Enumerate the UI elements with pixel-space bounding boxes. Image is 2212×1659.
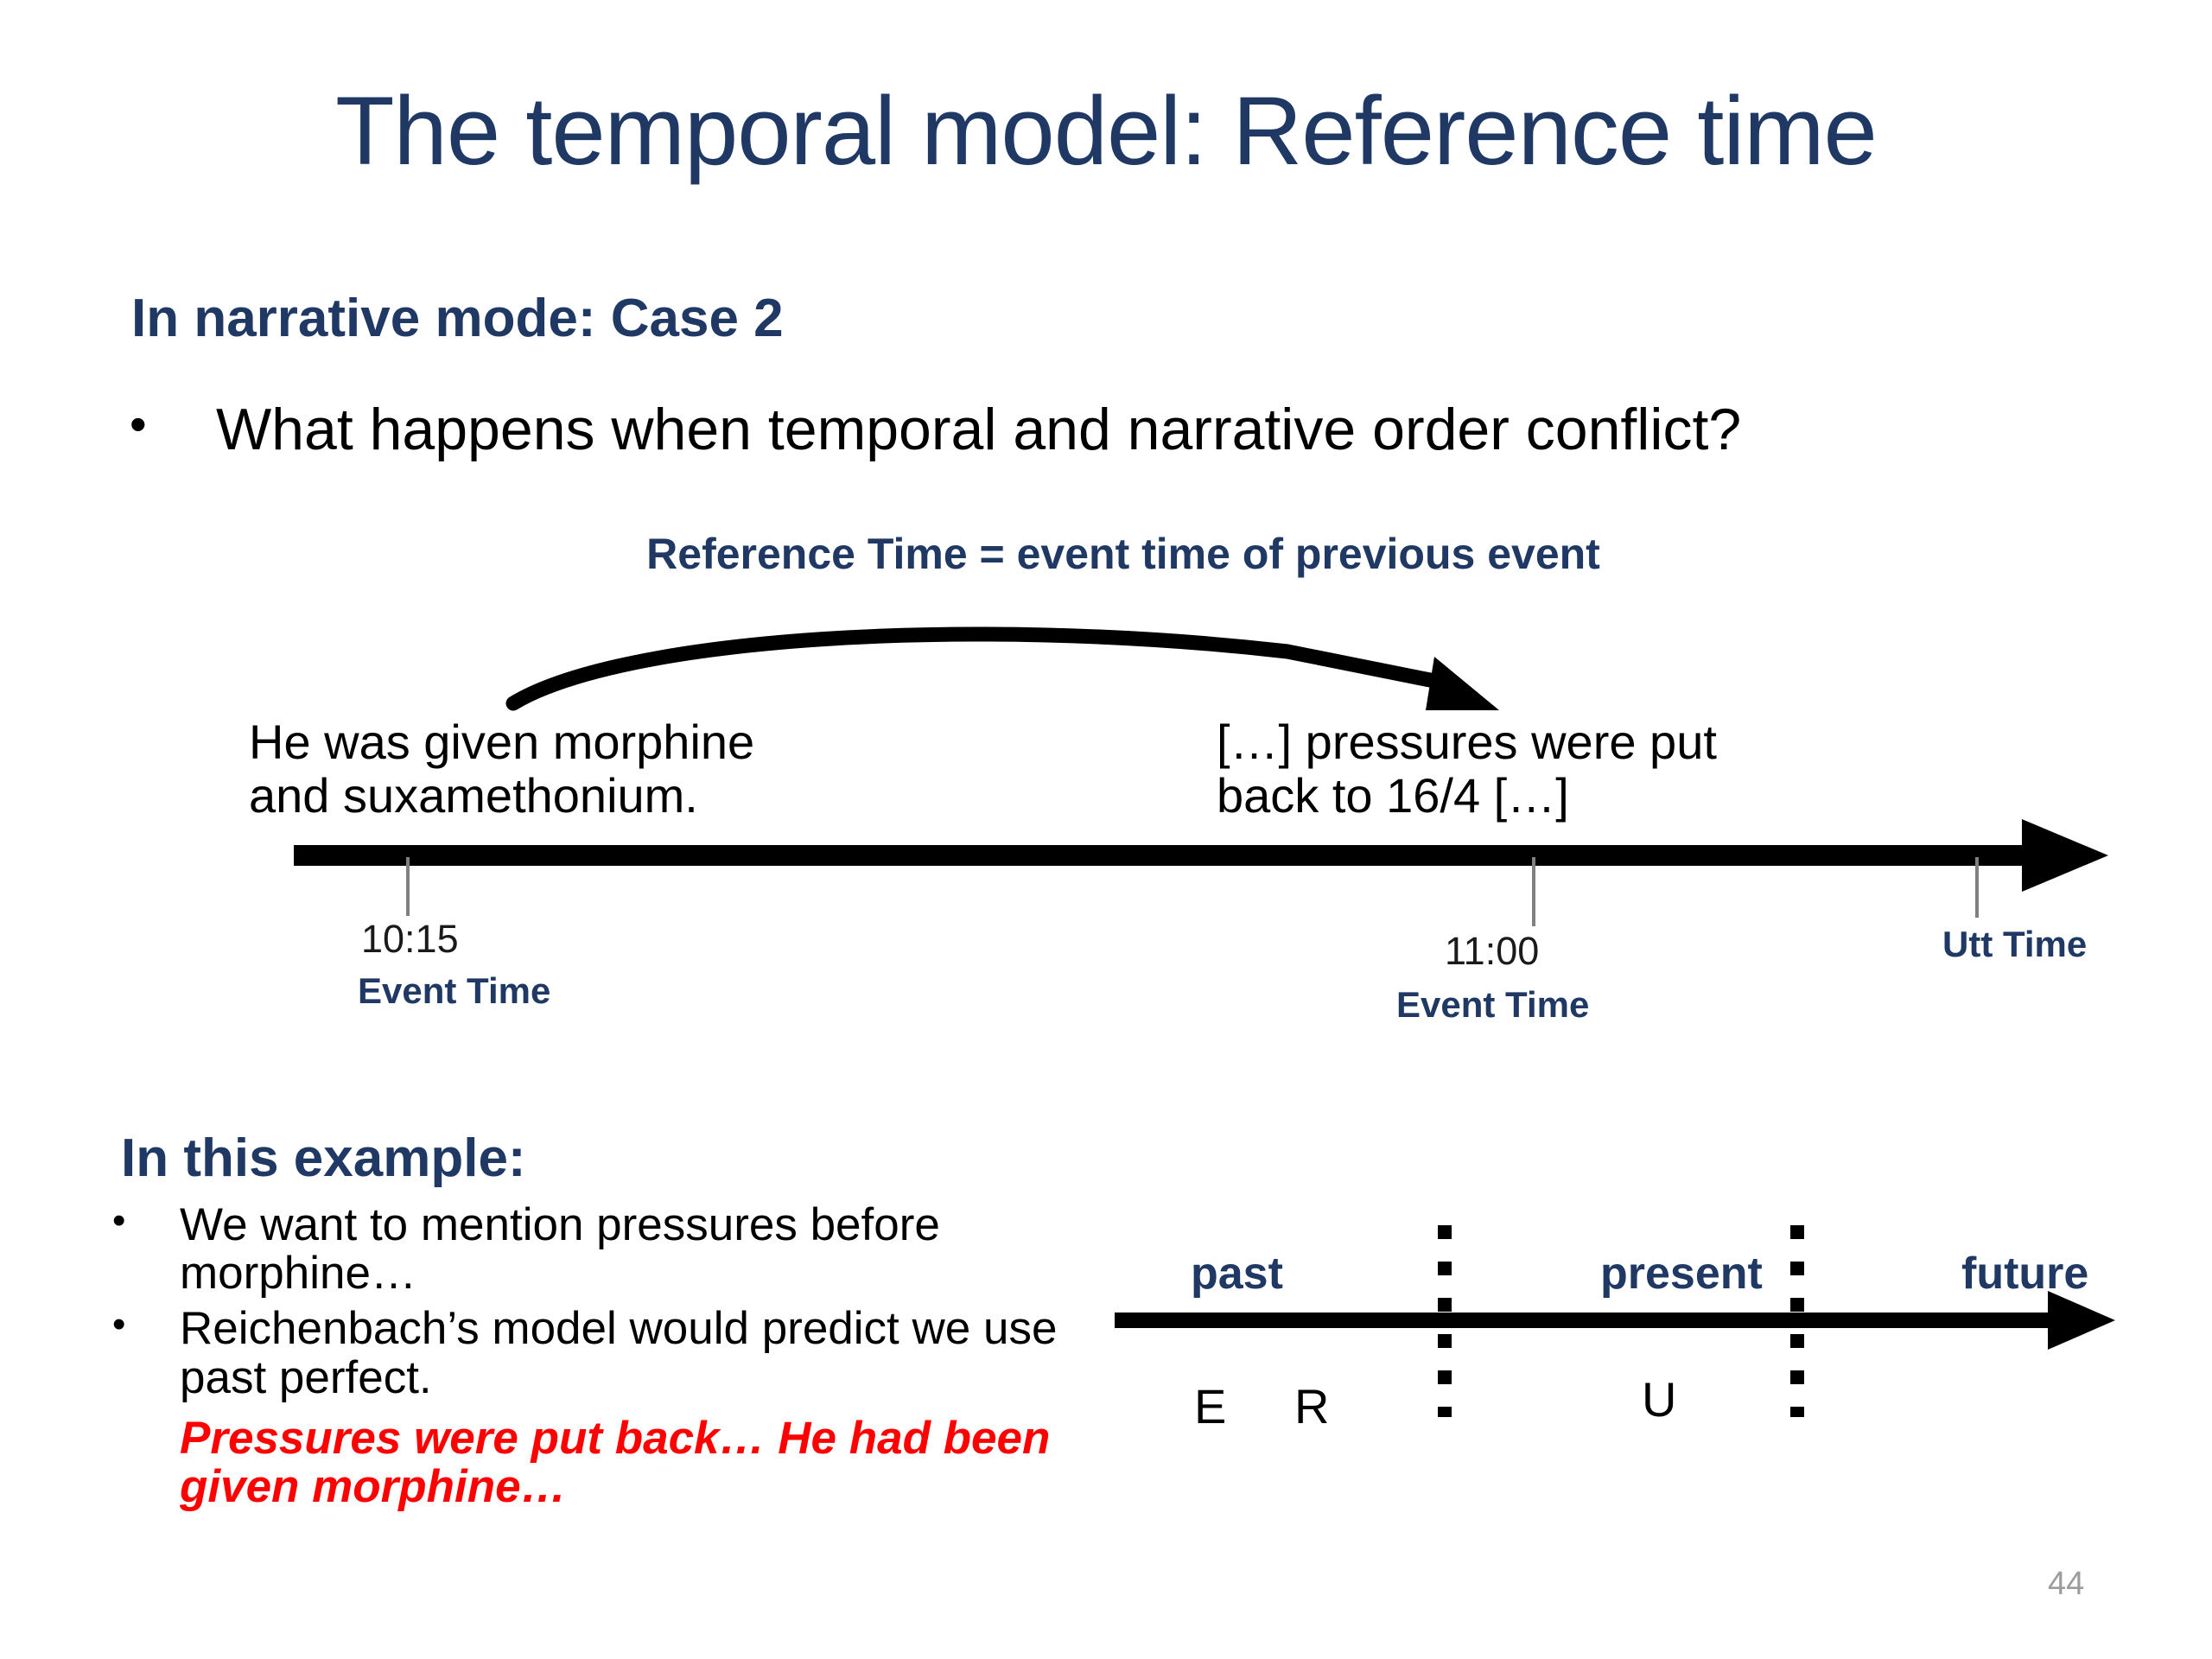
- zone-label-future: future: [1961, 1249, 2089, 1299]
- timeline-tick-name-3: Utt Time: [1942, 924, 2088, 964]
- list-item: • Reichenbach’s model would predict we u…: [112, 1305, 1089, 1402]
- example-bullet-list: • We want to mention pressures before mo…: [112, 1199, 1089, 1512]
- timeline-event-text-left: He was given morphine and suxamethonium.: [249, 715, 754, 822]
- timeline-event-text-right-line2: back to 16/4 […]: [1217, 767, 1569, 823]
- reference-time-caption: Reference Time = event time of previous …: [646, 530, 1600, 578]
- timeline-event-text-right: […] pressures were put back to 16/4 […]: [1217, 715, 1717, 822]
- past-present-future-axis: [1115, 1225, 2115, 1417]
- example-bullet-text-1: We want to mention pressures before morp…: [180, 1199, 940, 1300]
- timeline-tick-name-1: Event Time: [358, 970, 551, 1011]
- bullet-marker-icon: •: [112, 1303, 126, 1346]
- reference-time-link-arrow-icon: [505, 626, 1499, 711]
- timeline-tick-time-2: 11:00: [1445, 929, 1540, 973]
- timeline-tick-name-2: Event Time: [1396, 984, 1590, 1025]
- zone-label-present: present: [1600, 1249, 1763, 1299]
- bullet-marker-icon: •: [130, 397, 147, 451]
- example-highlight-text: Pressures were put back… He had been giv…: [180, 1412, 1051, 1512]
- narrative-bullet-text: What happens when temporal and narrative…: [216, 397, 1742, 462]
- timeline-event-text-right-line1: […] pressures were put: [1217, 715, 1717, 769]
- example-section-heading: In this example:: [121, 1128, 526, 1188]
- page-number: 44: [2048, 1566, 2085, 1602]
- bullet-marker-icon: •: [112, 1199, 126, 1242]
- timeline-event-text-left-line1: He was given morphine: [249, 715, 755, 769]
- marker-label-u: U: [1642, 1372, 1677, 1427]
- zone-label-past: past: [1191, 1249, 1283, 1299]
- list-item: • We want to mention pressures before mo…: [112, 1199, 1089, 1300]
- marker-label-r: R: [1294, 1379, 1330, 1433]
- page-title: The temporal model: Reference time: [335, 77, 1878, 185]
- marker-label-e: E: [1194, 1379, 1227, 1433]
- narrative-bullet-row: • What happens when temporal and narrati…: [130, 397, 2134, 462]
- timeline-tick-time-1: 10:15: [361, 917, 459, 961]
- example-bullet-text-2: Reichenbach’s model would predict we use…: [180, 1303, 1058, 1403]
- narrative-section-heading: In narrative mode: Case 2: [131, 289, 784, 348]
- timeline-event-text-left-line2: and suxamethonium.: [249, 767, 698, 823]
